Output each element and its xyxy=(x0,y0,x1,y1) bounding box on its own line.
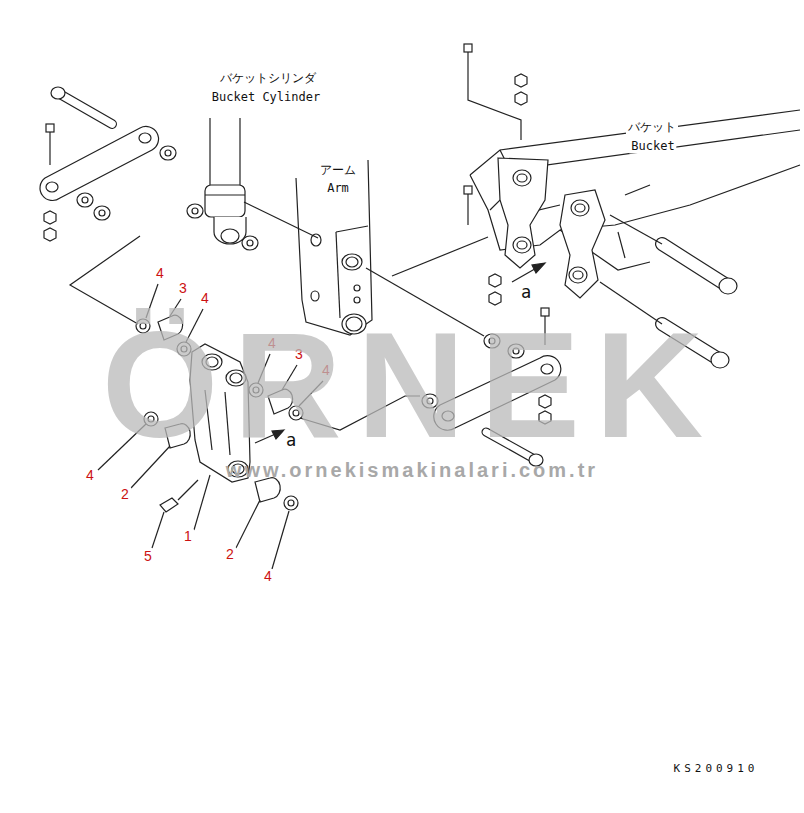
bucket-cylinder xyxy=(205,118,246,244)
callout-number: 4 xyxy=(84,468,96,483)
part-name: Bucket xyxy=(629,140,676,153)
drawing-code: KS200910 xyxy=(674,763,759,775)
callout-number: 5 xyxy=(142,549,154,564)
callout-number: 3 xyxy=(177,281,189,296)
view-marker: a xyxy=(519,283,533,302)
pin xyxy=(662,244,737,294)
link xyxy=(40,126,159,200)
callout-number: 4 xyxy=(262,569,274,584)
callout-number: 2 xyxy=(119,487,131,502)
part-name: アーム xyxy=(318,164,358,177)
watermark: www.ornekismakinalari.com.tr xyxy=(226,459,598,481)
callout-number: 4 xyxy=(154,266,166,281)
callout-number: 2 xyxy=(224,547,236,562)
part-name: バケット xyxy=(626,121,678,134)
bucket xyxy=(470,110,800,298)
part-name: Bucket Cylinder xyxy=(210,91,322,104)
watermark: ÖRNEK xyxy=(102,303,719,468)
pin xyxy=(51,87,112,124)
callout-number: 1 xyxy=(182,529,194,544)
part-name: Arm xyxy=(325,182,351,195)
part-name: バケットシリンダ xyxy=(218,72,318,85)
